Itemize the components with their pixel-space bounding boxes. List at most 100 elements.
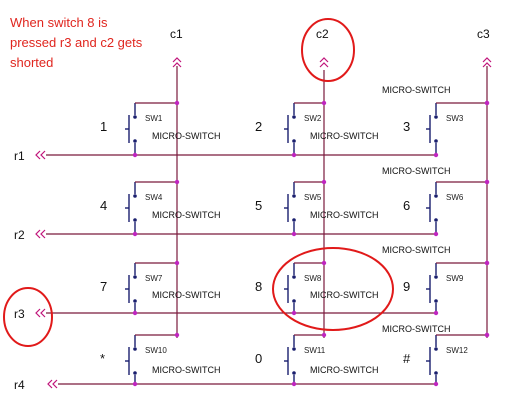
switch-contact-bottom xyxy=(292,299,296,303)
column-label-c2: c2 xyxy=(316,27,329,41)
junction-node xyxy=(132,152,138,158)
row-connector-r4 xyxy=(47,379,58,389)
junction-node xyxy=(132,381,138,387)
row-label-r3: r3 xyxy=(14,307,25,321)
switch-contact-top xyxy=(434,347,438,351)
key-label: 1 xyxy=(100,119,107,134)
column-connector-c1 xyxy=(172,57,182,68)
switch-contact-top xyxy=(434,115,438,119)
junction-node xyxy=(321,332,327,338)
switch-part-label: MICRO-SWITCH xyxy=(310,290,379,300)
switch-contact-top xyxy=(434,194,438,198)
key-label: 8 xyxy=(255,279,262,294)
switch-contact-bottom xyxy=(292,371,296,375)
junction-node xyxy=(433,152,439,158)
switch-part-label: MICRO-SWITCH xyxy=(382,324,451,334)
junction-node xyxy=(433,310,439,316)
column-connector-c3 xyxy=(482,57,492,68)
wiring xyxy=(46,66,488,385)
switch-part-label: MICRO-SWITCH xyxy=(310,131,379,141)
switch-contact-top xyxy=(434,275,438,279)
junction-node xyxy=(174,260,180,266)
switch-part-label: MICRO-SWITCH xyxy=(310,365,379,375)
junction-node xyxy=(291,152,297,158)
switch-contact-bottom xyxy=(292,139,296,143)
row-label-r4: r4 xyxy=(14,378,25,392)
switch-ref-label: SW11 xyxy=(304,346,326,355)
switch-part-label: MICRO-SWITCH xyxy=(152,365,221,375)
junction-node xyxy=(291,231,297,237)
switch-ref-label: SW3 xyxy=(446,114,464,123)
key-label: # xyxy=(403,351,411,366)
junction-node xyxy=(484,260,490,266)
key-label: 6 xyxy=(403,198,410,213)
key-label: 7 xyxy=(100,279,107,294)
switch-ref-label: SW1 xyxy=(145,114,163,123)
row-label-r1: r1 xyxy=(14,149,25,163)
switch-contact-bottom xyxy=(133,218,137,222)
junction-node xyxy=(132,231,138,237)
highlight-circle-sw8 xyxy=(272,247,394,331)
switch-ref-label: SW2 xyxy=(304,114,322,123)
annotation-line-2: pressed r3 and c2 gets xyxy=(10,35,143,50)
switch-ref-label: SW9 xyxy=(446,274,464,283)
key-label: 3 xyxy=(403,119,410,134)
junction-node xyxy=(321,260,327,266)
switch-contact-bottom xyxy=(133,139,137,143)
annotation-line-3: shorted xyxy=(10,55,53,70)
column-connector-c2 xyxy=(319,57,329,68)
switch-contact-bottom xyxy=(133,299,137,303)
key-label: 0 xyxy=(255,351,262,366)
switch-contact-bottom xyxy=(434,299,438,303)
switch-contact-bottom xyxy=(292,218,296,222)
switch-contact-top xyxy=(133,347,137,351)
switch-contact-bottom xyxy=(434,218,438,222)
switch-contact-top xyxy=(292,115,296,119)
key-label: 4 xyxy=(100,198,107,213)
junction-node xyxy=(174,100,180,106)
switch-contact-bottom xyxy=(133,371,137,375)
junction-node xyxy=(484,179,490,185)
junction-node xyxy=(484,100,490,106)
highlight-circle-r3 xyxy=(3,287,53,347)
switch-contact-top xyxy=(133,194,137,198)
junction-node xyxy=(174,332,180,338)
switch-ref-label: SW8 xyxy=(304,274,322,283)
junction-node xyxy=(484,332,490,338)
switch-contact-bottom xyxy=(434,371,438,375)
junction-node xyxy=(291,310,297,316)
junction-node xyxy=(132,310,138,316)
junction-node xyxy=(433,381,439,387)
key-label: 5 xyxy=(255,198,262,213)
switch-ref-label: SW4 xyxy=(145,193,163,202)
switch-part-label: MICRO-SWITCH xyxy=(152,131,221,141)
column-label-c1: c1 xyxy=(170,27,183,41)
switch-contact-top xyxy=(292,347,296,351)
key-label: 2 xyxy=(255,119,262,134)
switch-contact-top xyxy=(292,275,296,279)
switch-contact-bottom xyxy=(434,139,438,143)
switch-part-label: MICRO-SWITCH xyxy=(382,245,451,255)
switch-contact-top xyxy=(133,115,137,119)
highlight-circle-c2 xyxy=(301,18,355,82)
switch-part-label: MICRO-SWITCH xyxy=(152,210,221,220)
row-connector-r1 xyxy=(35,150,46,160)
switch-ref-label: SW6 xyxy=(446,193,464,202)
row-label-r2: r2 xyxy=(14,228,25,242)
junction-node xyxy=(433,231,439,237)
junction-node xyxy=(174,179,180,185)
junction-node xyxy=(321,100,327,106)
